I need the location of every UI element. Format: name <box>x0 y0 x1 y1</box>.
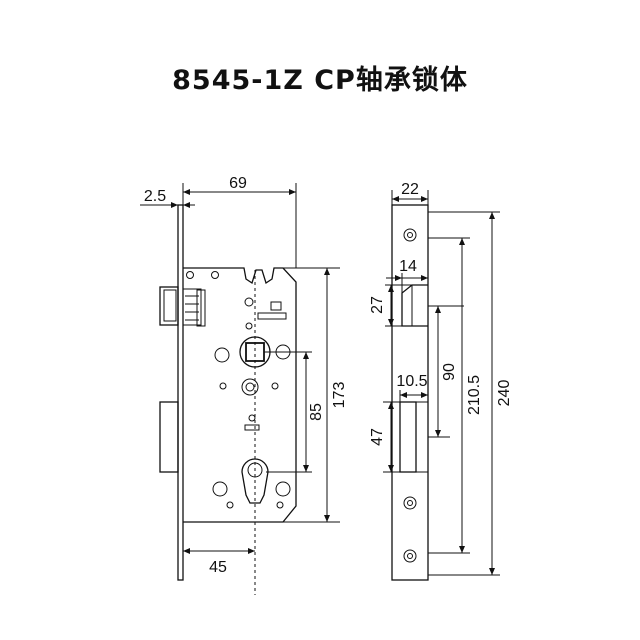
dim-faceplate-width: 22 <box>401 181 419 198</box>
side-faceplate <box>391 204 429 581</box>
dim-latch-to-bolt: 90 <box>441 363 458 381</box>
latch-bolt <box>159 286 206 327</box>
dim-deadbolt-height: 47 <box>369 428 386 446</box>
screw-hole-icon <box>403 228 417 242</box>
side-deadbolt <box>399 401 417 473</box>
dim-latch-height: 27 <box>369 296 386 314</box>
lock-case <box>183 267 297 523</box>
screw-hole-icon <box>403 496 417 510</box>
screw-hole-icon <box>186 271 194 279</box>
dim-faceplate-thickness: 2.5 <box>144 188 166 205</box>
dim-case-height: 173 <box>331 382 348 409</box>
dim-latch-projection: 14 <box>399 258 417 275</box>
dim-faceplate-length: 240 <box>496 380 513 407</box>
cylinder-hole <box>241 458 269 504</box>
screw-hole-icon <box>211 271 219 279</box>
dim-handle-to-cylinder: 85 <box>308 403 325 421</box>
dead-bolt <box>159 401 179 473</box>
diagram-title: 8545-1Z CP轴承锁体 <box>172 65 468 96</box>
dim-front-width: 69 <box>229 175 247 192</box>
dim-deadbolt-projection: 10.5 <box>396 373 427 390</box>
side-latch <box>401 284 428 327</box>
dim-backset: 45 <box>209 559 227 576</box>
dim-screw-spacing: 210.5 <box>466 375 483 415</box>
front-dimensions: 69 2.5 45 85 173 <box>140 175 348 576</box>
mechanism <box>186 271 291 509</box>
screw-hole-icon <box>403 549 417 563</box>
side-dimensions: 22 14 27 10.5 47 90 <box>369 181 513 576</box>
spindle-square <box>245 342 265 362</box>
hole-icon <box>214 347 230 363</box>
hole-icon <box>212 481 228 497</box>
front-faceplate <box>177 204 184 581</box>
hole-icon <box>275 481 291 497</box>
front-view <box>159 204 297 595</box>
